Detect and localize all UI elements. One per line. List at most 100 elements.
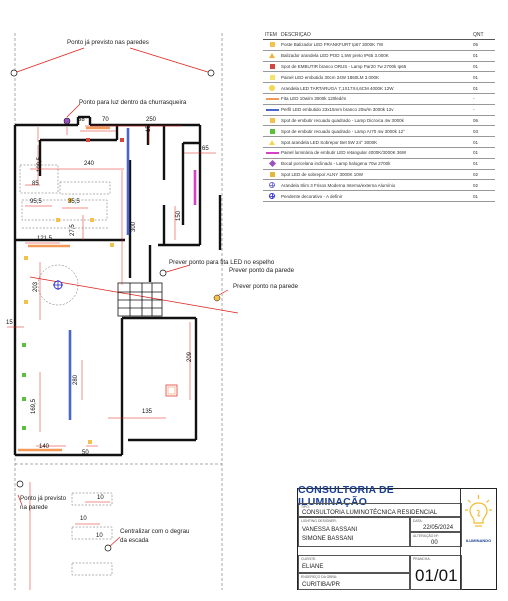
dimension-label: 85 xyxy=(32,181,39,187)
tipo-label: TIPO: xyxy=(301,505,310,509)
legend-qty: 02 xyxy=(473,182,479,188)
legend-row: Painel luminária de embutir LED retangul… xyxy=(263,148,495,159)
legend-qty: 01 xyxy=(473,63,479,69)
triangle-fixture-icon xyxy=(269,53,275,59)
legend-icon-cell xyxy=(263,151,281,154)
legend-qty: 01 xyxy=(473,193,479,199)
cliente-cell: CLIENTE: ELIANE xyxy=(298,555,410,573)
designer-2: SIMONE BASSANI xyxy=(302,536,354,542)
legend-qty: 01 xyxy=(473,150,479,156)
dimension-label: 109,5 xyxy=(37,156,43,172)
legend-desc: Arandela LED TARTARUGA 7,1X17X4,6CM 4000… xyxy=(281,85,394,91)
spot-dicroica-icon xyxy=(24,256,28,260)
legend-row: Spot de EMBUTIR branco ORUS - Lamp Par20… xyxy=(263,62,495,73)
led-strip-icon xyxy=(265,97,279,100)
diamond-fixture-icon xyxy=(268,160,276,168)
legend-desc: Painel LED embutido 30cm 24W 1860LM 3.00… xyxy=(281,74,380,80)
legend-row: Balizador arandela LED POD 1,5W preto IP… xyxy=(263,51,495,62)
annotation-ponto-parede-2: Prever ponto na parede xyxy=(233,283,299,290)
annotation-centralizar-2: da escada xyxy=(120,537,149,544)
spot-ar70-icon xyxy=(22,397,26,401)
prancha-label: PRANCHA: xyxy=(413,557,431,561)
pendente-icon xyxy=(53,280,63,290)
legend-icon-cell xyxy=(263,108,281,111)
legend-qty: 06 xyxy=(473,117,479,123)
legend-icon-cell xyxy=(263,182,281,189)
spot-dicroica-icon xyxy=(90,218,94,222)
dimension-label: 135 xyxy=(142,409,153,415)
crosshair-fixture-icon xyxy=(269,182,275,189)
led-strip-icon xyxy=(265,108,279,111)
legend-row: Bocal porcelana inclinado - Lamp halogen… xyxy=(263,159,495,170)
endereco-cell: ENDEREÇO DA OBRA: CURITIBA/PR xyxy=(298,573,410,590)
staircase xyxy=(117,282,163,317)
legend-row: Poste Balizador LED FRANKFURT Ip67 3000K… xyxy=(263,40,495,51)
legend-desc: Arandela Slim 3 Frisos Moderna Interna/e… xyxy=(281,182,396,188)
cliente-value: ELIANE xyxy=(302,564,324,570)
legend-qty: 02 xyxy=(473,171,479,177)
annotation-ponto-parede-1: Prever ponto da parede xyxy=(229,267,295,274)
spot-red-icon xyxy=(86,138,90,142)
legend-icon-cell xyxy=(263,160,281,168)
dimension-label: 27,5 xyxy=(70,224,76,236)
legend-desc: Spot de embutir recuado quadrado - Lamp … xyxy=(281,117,404,123)
building-walls xyxy=(13,115,222,457)
spot-dicroica-icon xyxy=(68,198,72,202)
spot-ar70-icon xyxy=(22,426,26,430)
legend-qty: 01 xyxy=(473,161,479,167)
painel-led-icon xyxy=(167,386,176,395)
legend-qty: 01 xyxy=(473,85,479,91)
legend-icon-cell xyxy=(263,42,281,48)
dimension-label: 95,5 xyxy=(30,199,42,205)
legend-desc: Balizador arandela LED POD 1,5W preto IP… xyxy=(281,53,389,59)
dimension-label: 240 xyxy=(84,161,95,167)
dimension-label: 35,5 xyxy=(68,199,80,205)
dimension-label: 150 xyxy=(176,210,182,221)
legend-icon-cell xyxy=(263,139,281,145)
alteracao-label: ALTERAÇÃO Nº: xyxy=(413,534,439,538)
legend-icon-cell xyxy=(263,193,281,200)
legend-header-qty: QNT xyxy=(473,32,484,38)
data-value: 22/05/2024 xyxy=(423,525,454,531)
square-fixture-icon xyxy=(269,63,275,69)
legend-desc: Pendente decorativo - A definir xyxy=(281,193,343,199)
annotation-centralizar-1: Centralizar com o degrau xyxy=(120,528,190,535)
designer-label: LIGHTING DESIGNER: xyxy=(301,519,337,523)
dimension-label: 15 xyxy=(146,125,152,132)
cliente-label: CLIENTE: xyxy=(301,557,317,561)
legend-desc: Perfil LED embutido 23x15mm branco 20w/m… xyxy=(281,107,394,113)
dimension-label: 65 xyxy=(202,146,209,152)
dimension-label: 203 xyxy=(33,281,39,292)
data-label: DATA: xyxy=(413,519,423,523)
legend-row: Spot de embutir recuado quadrado - Lamp … xyxy=(263,116,495,127)
lightbulb-logo-icon: ILUMINANDO xyxy=(465,495,492,543)
legend-row: Painel LED embutido 30cm 24W 1860LM 3.00… xyxy=(263,72,495,84)
arandela-churrasqueira-icon xyxy=(63,117,71,125)
led-strips xyxy=(18,126,197,452)
square-fixture-icon xyxy=(269,42,275,48)
legend-row: Spot de embutir recuado quadrado - Lamp … xyxy=(263,126,495,138)
endereco-value: CURITIBA/PR xyxy=(302,582,341,588)
legend-desc: Spot de EMBUTIR branco ORUS - Lamp Par20… xyxy=(281,63,407,69)
dimension-label: 15 xyxy=(6,320,13,326)
crosshair-fixture-icon xyxy=(269,193,275,200)
led-strip-icon xyxy=(265,151,279,154)
legend-qty: - xyxy=(473,107,475,113)
legend-qty: 01 xyxy=(473,53,479,59)
dimension-label: 169,5 xyxy=(31,398,37,414)
brand-logo: ILUMINANDO xyxy=(460,489,496,590)
legend-desc: Spot de embutir recuado quadrado - Lamp … xyxy=(281,128,405,134)
data-cell: DATA: 22/05/2024 xyxy=(410,517,462,532)
title-block-heading: CONSULTORIA DE ILUMINAÇÃO xyxy=(298,484,462,508)
dimension-label: 121,5 xyxy=(37,236,53,242)
legend-icon-cell xyxy=(263,85,281,92)
legend-desc: Painel luminária de embutir LED retangul… xyxy=(281,150,407,156)
prancha-value: 01/01 xyxy=(415,566,458,585)
legend-row: Arandela Slim 3 Frisos Moderna Interna/e… xyxy=(263,180,495,192)
dimension-label: 250 xyxy=(146,117,157,123)
ponto-parede-icon xyxy=(159,269,167,277)
wall-spot-icon xyxy=(213,294,221,302)
dimension-label: 10 xyxy=(97,495,104,501)
